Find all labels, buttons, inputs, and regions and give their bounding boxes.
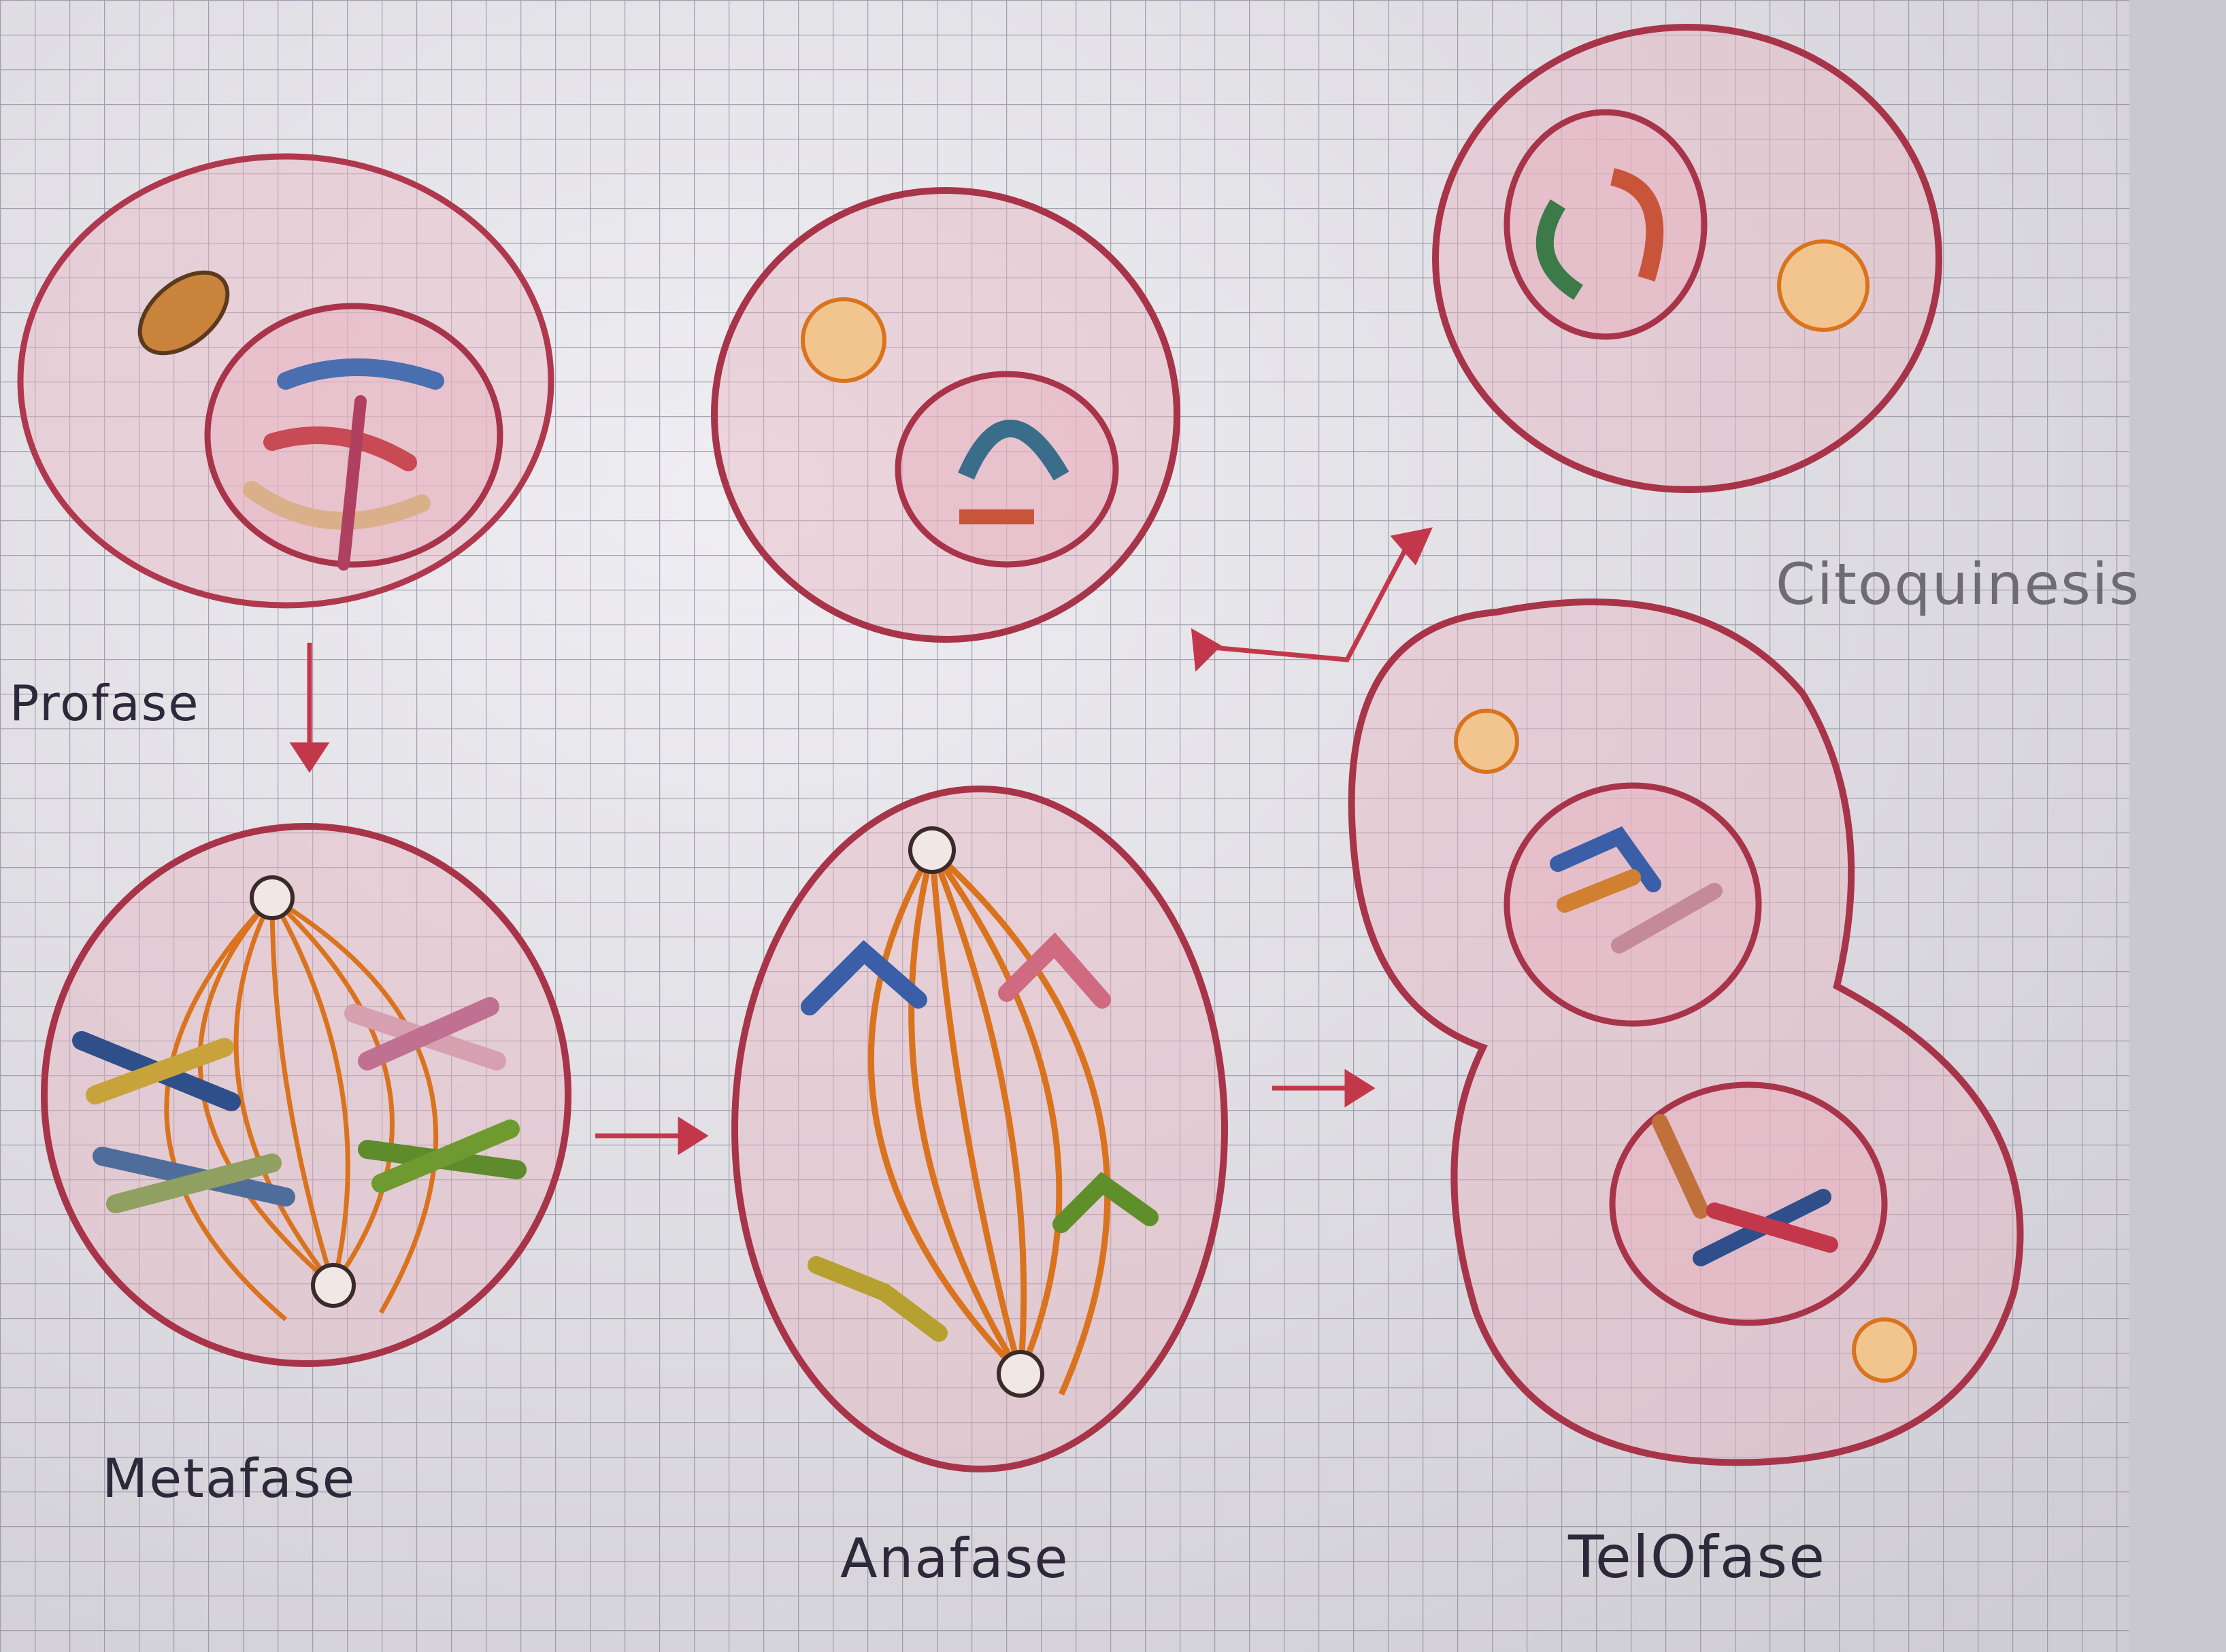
metafase-centrosome-bottom xyxy=(313,1265,354,1306)
citoquinesis-cell-left xyxy=(714,190,1177,639)
label-metafase: Metafase xyxy=(102,1449,356,1510)
label-citoquinesis: Citoquinesis xyxy=(1776,551,2140,618)
telofase-centrosome-top xyxy=(1456,711,1517,772)
citoquinesis-cell-right xyxy=(1435,27,1939,490)
page-margin xyxy=(2129,0,2226,1652)
telofase-nucleus-top xyxy=(1507,786,1759,1024)
metafase-cell xyxy=(44,826,568,1364)
telofase-centrosome-bottom xyxy=(1854,1319,1915,1381)
label-anafase: Anafase xyxy=(840,1527,1069,1590)
label-telofase: TelOfase xyxy=(1568,1523,1826,1591)
anafase-centrosome-bottom xyxy=(999,1352,1042,1396)
anafase-centrosome-top xyxy=(910,828,954,872)
metafase-centrosome-top xyxy=(252,877,293,918)
profase-cell xyxy=(20,156,551,605)
anafase-cell xyxy=(735,789,1225,1469)
label-profase: Profase xyxy=(10,675,200,732)
